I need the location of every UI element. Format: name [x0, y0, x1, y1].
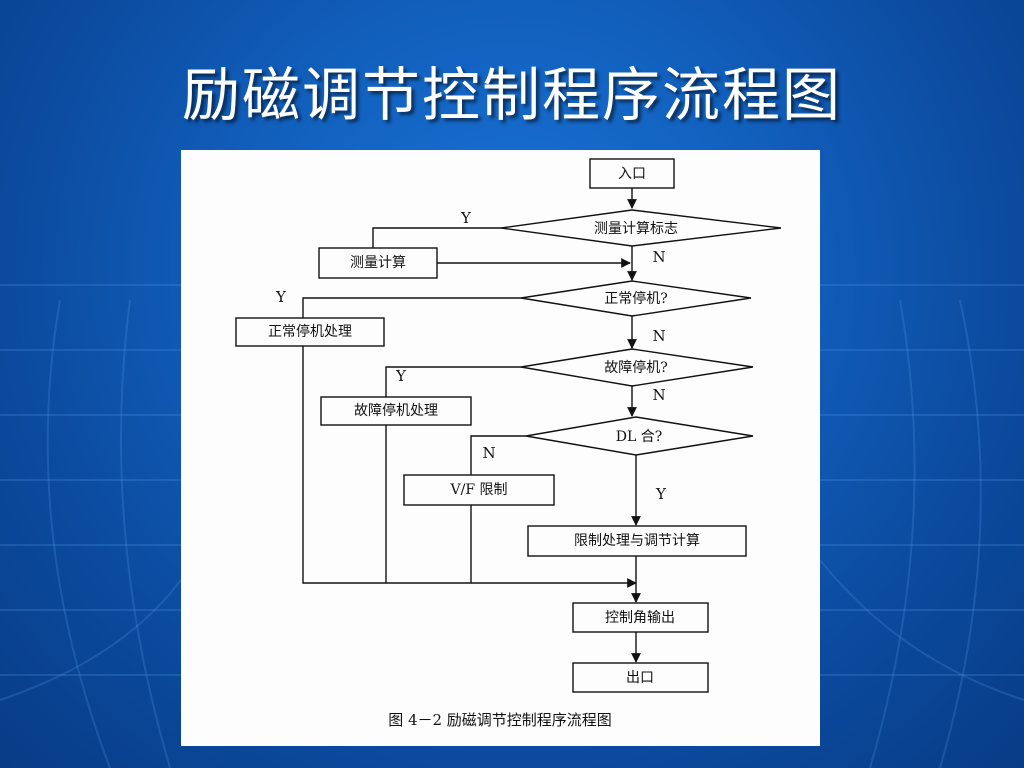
connectors: [302, 188, 641, 663]
normal-stop-q-label: 正常停机?: [604, 290, 668, 307]
entry-label: 入口: [618, 166, 646, 182]
branch-label-dl-yes: Y: [655, 485, 667, 503]
measure-calc-label: 测量计算: [350, 255, 406, 271]
angle-output-box: [572, 602, 709, 633]
branch-label-normal-yes: Y: [275, 288, 287, 306]
branch-label-normal-no: N: [652, 327, 665, 345]
branch-label-dl-no: N: [482, 444, 495, 462]
fault-stop-decision: [520, 348, 754, 387]
measure-flag-label: 测量计算标志: [594, 221, 678, 237]
branch-label-fault-yes: Y: [395, 367, 407, 385]
normal-stop-decision: [520, 280, 752, 317]
branch-label-fault-no: N: [652, 386, 665, 404]
entry-box: [589, 158, 675, 189]
branch-label-measure-no: N: [652, 248, 665, 266]
vf-limit-label: V/F 限制: [450, 482, 508, 498]
limit-adjust-label: 限制处理与调节计算: [574, 533, 700, 549]
angle-output-label: 控制角输出: [605, 610, 675, 626]
fault-stop-q-label: 故障停机?: [604, 359, 668, 376]
normal-stop-proc-box: [235, 317, 385, 347]
measure-calc-box: [318, 247, 438, 279]
exit-label: 出口: [626, 670, 654, 686]
normal-stop-proc-label: 正常停机处理: [268, 323, 352, 340]
limit-adjust-box: [527, 525, 747, 557]
exit-box: [572, 662, 709, 693]
branch-label-measure-yes: Y: [460, 209, 472, 227]
dl-q-label: DL 合?: [616, 429, 662, 445]
slide-title: 励磁调节控制程序流程图: [181, 61, 842, 129]
vf-limit-box: [403, 474, 555, 506]
dl-decision: [525, 416, 754, 456]
fault-stop-proc-box: [320, 396, 472, 426]
flowchart-diagram: 入口 测量计算标志 测量计算 正常停机? 正常停机处理 故障停机? 故障停机处理…: [235, 158, 782, 729]
fault-stop-proc-label: 故障停机处理: [354, 402, 438, 419]
figure-caption: 图 4－2 励磁调节控制程序流程图: [388, 711, 612, 729]
flowchart-figure: 入口 测量计算标志 测量计算 正常停机? 正常停机处理 故障停机? 故障停机处理…: [181, 150, 820, 746]
measure-flag-decision: [500, 209, 782, 247]
